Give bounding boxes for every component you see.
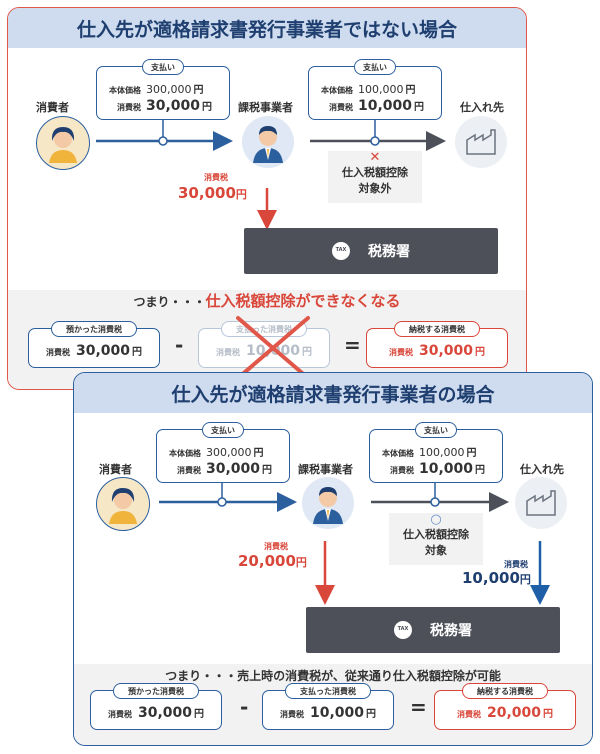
formula-tag: 預かった消費税 bbox=[113, 683, 199, 699]
tax-amount: 30,000円 bbox=[178, 184, 247, 202]
deduction-line1: 仕入税額控除 bbox=[403, 528, 469, 541]
tax-office: TAX 税務署 bbox=[244, 228, 498, 274]
tax-office-label: 税務署 bbox=[430, 623, 472, 639]
panel-non-qualified-supplier: 仕入先が適格請求書発行事業者ではない場合 消費者 課税事業者 仕入れ先 支払い … bbox=[7, 7, 527, 390]
panel-title: 仕入先が適格請求書発行事業者の場合 bbox=[74, 373, 592, 413]
payment-tag: 支払い bbox=[142, 59, 184, 75]
tax-key: 消費税 bbox=[117, 103, 141, 112]
price-value: 300,000 bbox=[146, 83, 192, 96]
summary-area: つまり・・・売上時の消費税が、従来通り仕入税額控除が可能 預かった消費税 消費税… bbox=[74, 664, 592, 745]
panel-qualified-supplier: 仕入先が適格請求書発行事業者の場合 消費者 課税事業者 仕入れ先 支払い 本体価… bbox=[73, 372, 593, 746]
consumer-avatar-icon bbox=[96, 477, 150, 531]
price-key: 本体価格 bbox=[321, 86, 353, 95]
tax-label-left: 消費税 bbox=[264, 542, 288, 551]
tax-amount-right: 10,000円 bbox=[462, 569, 531, 587]
yen-unit: 円 bbox=[466, 448, 477, 459]
tax-office-label: 税務署 bbox=[368, 244, 410, 260]
yen-unit: 円 bbox=[253, 448, 264, 459]
price-value: 100,000 bbox=[358, 83, 404, 96]
circle-mark: ○ bbox=[430, 512, 442, 527]
tax-label-right: 消費税 bbox=[504, 560, 528, 569]
summary-text: つまり・・・仕入税額控除ができなくなる bbox=[133, 292, 401, 310]
yen-unit: 円 bbox=[475, 465, 486, 476]
business-avatar-icon bbox=[302, 477, 354, 529]
tax-office-icon: TAX bbox=[332, 242, 350, 260]
yen-unit: 円 bbox=[202, 102, 213, 113]
business-label: 課税事業者 bbox=[298, 463, 353, 476]
business-label: 課税事業者 bbox=[238, 101, 293, 114]
payment-tag: 支払い bbox=[354, 59, 396, 75]
tax-key: 消費税 bbox=[390, 466, 414, 475]
formula-tag: 預かった消費税 bbox=[51, 321, 137, 337]
minus-sign: - bbox=[175, 333, 184, 357]
big-cross-icon bbox=[236, 316, 310, 380]
factory-icon bbox=[455, 116, 507, 168]
payment-tag: 支払い bbox=[415, 422, 457, 438]
consumer-label: 消費者 bbox=[36, 101, 69, 114]
summary-text: つまり・・・売上時の消費税が、従来通り仕入税額控除が可能 bbox=[165, 669, 501, 683]
tax-value: 10,000 bbox=[419, 461, 474, 477]
yen-unit: 円 bbox=[414, 102, 425, 113]
panel-title: 仕入先が適格請求書発行事業者ではない場合 bbox=[8, 8, 526, 48]
price-value: 300,000 bbox=[206, 446, 252, 459]
payment-tag: 支払い bbox=[202, 422, 244, 438]
supplier-label: 仕入れ先 bbox=[520, 463, 564, 476]
tax-value: 30,000 bbox=[206, 461, 261, 477]
formula-tag: 納税する消費税 bbox=[394, 321, 480, 337]
tax-office-icon: TAX bbox=[394, 621, 412, 639]
tax-value: 30,000 bbox=[146, 98, 201, 114]
flow-arrows bbox=[96, 120, 446, 230]
formula-tag: 支払った消費税 bbox=[285, 683, 371, 699]
formula-tag: 支払った消費税 bbox=[221, 321, 307, 337]
cross-mark: ✕ bbox=[369, 150, 381, 165]
deduction-note: ✕ 仕入税額控除 対象外 bbox=[328, 151, 422, 203]
factory-icon bbox=[515, 477, 567, 529]
deduction-line2: 対象外 bbox=[358, 182, 392, 195]
business-avatar-icon bbox=[242, 116, 294, 168]
yen-unit: 円 bbox=[193, 85, 204, 96]
yen-unit: 円 bbox=[405, 85, 416, 96]
tax-office: TAX 税務署 bbox=[306, 607, 560, 653]
equals-sign: = bbox=[344, 333, 361, 357]
tax-key: 消費税 bbox=[177, 466, 201, 475]
consumer-avatar-icon bbox=[36, 116, 90, 170]
price-key: 本体価格 bbox=[109, 86, 141, 95]
price-value: 100,000 bbox=[419, 446, 465, 459]
deduction-line1: 仕入税額控除 bbox=[342, 166, 408, 179]
supplier-label: 仕入れ先 bbox=[460, 101, 504, 114]
tax-amount-left: 20,000円 bbox=[238, 552, 307, 570]
price-key: 本体価格 bbox=[382, 449, 414, 458]
tax-key: 消費税 bbox=[329, 103, 353, 112]
tax-label: 消費税 bbox=[204, 173, 228, 182]
tax-value: 10,000 bbox=[358, 98, 413, 114]
deduction-note: ○ 仕入税額控除 対象 bbox=[389, 513, 483, 565]
minus-sign: - bbox=[240, 695, 249, 719]
yen-unit: 円 bbox=[262, 465, 273, 476]
deduction-line2: 対象 bbox=[425, 544, 447, 557]
flow-arrows bbox=[159, 483, 550, 605]
consumer-label: 消費者 bbox=[99, 463, 132, 476]
formula-tag: 納税する消費税 bbox=[462, 683, 548, 699]
price-key: 本体価格 bbox=[169, 449, 201, 458]
equals-sign: = bbox=[410, 695, 427, 719]
